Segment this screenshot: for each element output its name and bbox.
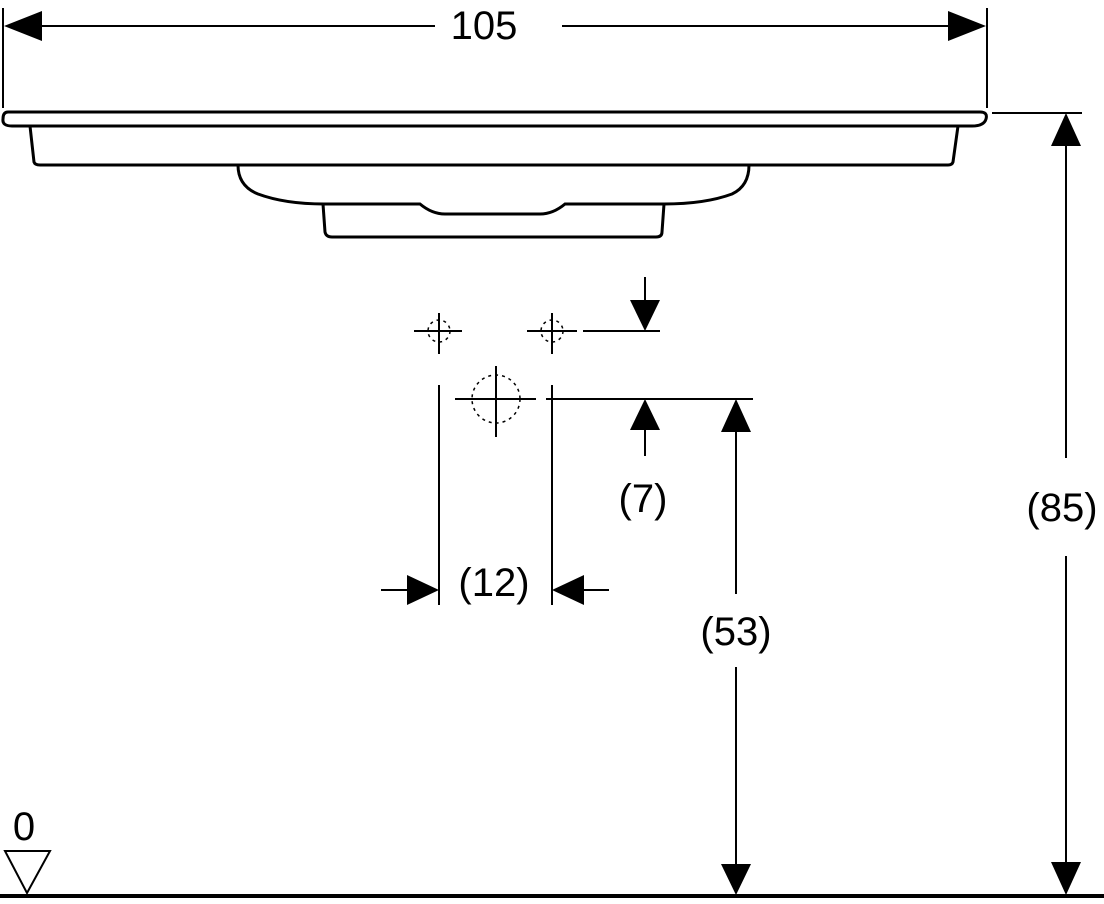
- height-arrow-up: [1051, 113, 1081, 146]
- drain-height-label: (53): [700, 610, 771, 654]
- drain-height-dimension: (53): [700, 399, 772, 895]
- basin-rim: [1, 110, 988, 128]
- tap-offset-label: (7): [619, 477, 668, 521]
- drain-height-arrow-up: [721, 399, 751, 432]
- tap-offset-dimension: (7): [546, 277, 753, 521]
- tap-offset-arrow-up: [630, 399, 660, 430]
- height-arrow-down: [1051, 862, 1081, 895]
- tap-hole-left: [414, 313, 462, 354]
- tap-spacing-label: (12): [458, 561, 529, 605]
- tap-offset-arrow-down: [630, 300, 660, 331]
- width-label: 105: [451, 4, 518, 48]
- basin-outline: [1, 110, 988, 239]
- tap-spacing-arrow-left: [407, 575, 439, 605]
- width-dimension: 105: [2, 4, 988, 108]
- tap-spacing-dimension: (12): [381, 385, 609, 605]
- tap-spacing-arrow-right: [552, 575, 584, 605]
- drain-height-arrow-down: [721, 864, 751, 895]
- tap-hole-right: [527, 313, 577, 354]
- height-label: (85): [1026, 486, 1097, 530]
- overall-height-dimension: (85): [992, 112, 1098, 895]
- width-arrow-left: [4, 11, 42, 41]
- floor-level-symbol: [3, 850, 52, 896]
- floor-reference: 0: [0, 805, 1104, 898]
- floor-label: 0: [13, 805, 35, 849]
- drain-outlet: [455, 366, 536, 437]
- basin-body: [28, 125, 960, 167]
- width-arrow-right: [948, 11, 986, 41]
- basin-bowl: [236, 164, 751, 216]
- basin-trap-cover: [321, 203, 666, 239]
